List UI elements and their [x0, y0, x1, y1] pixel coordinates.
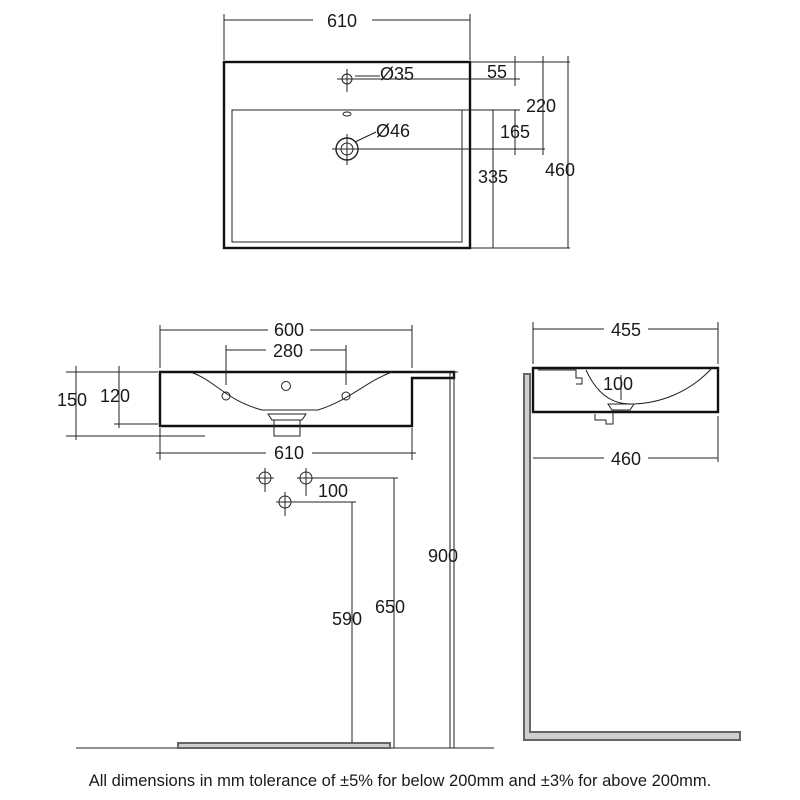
front-view-tap-hole [281, 381, 291, 391]
front-view-waste-top [267, 413, 307, 421]
side-view: 100 455 460 [523, 320, 741, 741]
dim-165: 165 [500, 122, 530, 142]
front-view-right-hole [341, 391, 351, 401]
waste-marker [276, 492, 294, 516]
waste-hole-leader [354, 131, 377, 143]
footnote: All dimensions in mm tolerance of ±5% fo… [89, 772, 711, 790]
front-view-left-hole [221, 391, 231, 401]
side-view-waste-top [607, 403, 635, 411]
front-view-basin-outline [158, 370, 456, 428]
front-view: 600 280 150 120 610 [57, 320, 494, 749]
top-view-bowl-outline [231, 109, 463, 243]
tap-hole-diameter-label: Ø35 [380, 64, 414, 84]
supply-left-marker [256, 468, 274, 492]
hole-spacing-280: 280 [273, 341, 303, 361]
dim-120: 120 [100, 386, 130, 406]
side-view-wall-leg [523, 373, 741, 741]
side-view-waste-trap [594, 410, 614, 425]
dim-100-side: 100 [603, 374, 633, 394]
dim-460-top: 460 [545, 160, 575, 180]
side-view-overflow [538, 369, 583, 385]
side-depth-455: 455 [611, 320, 641, 340]
dim-100-front: 100 [318, 481, 348, 501]
front-view-waste-body [273, 420, 301, 437]
top-view-basin-outline [222, 60, 472, 250]
dim-650: 650 [375, 597, 405, 617]
dim-150: 150 [57, 390, 87, 410]
front-view-bowl-profile [189, 371, 393, 411]
dim-55: 55 [487, 62, 507, 82]
top-view-overflow-slot [342, 111, 352, 117]
dim-220: 220 [526, 96, 556, 116]
side-view-basin-outline [531, 366, 720, 414]
dim-590: 590 [332, 609, 362, 629]
dim-335: 335 [478, 167, 508, 187]
top-view-waste-hole [332, 134, 362, 165]
floor-plinth [177, 742, 391, 749]
front-width-600: 600 [274, 320, 304, 340]
top-view: Ø35 Ø46 610 55 165 220 335 460 [222, 11, 575, 250]
waste-hole-diameter-label: Ø46 [376, 121, 410, 141]
side-depth-460: 460 [611, 449, 641, 469]
front-width-610: 610 [274, 443, 304, 463]
dim-900: 900 [428, 546, 458, 566]
top-view-tap-hole [337, 69, 357, 92]
top-width-dim: 610 [327, 11, 357, 31]
